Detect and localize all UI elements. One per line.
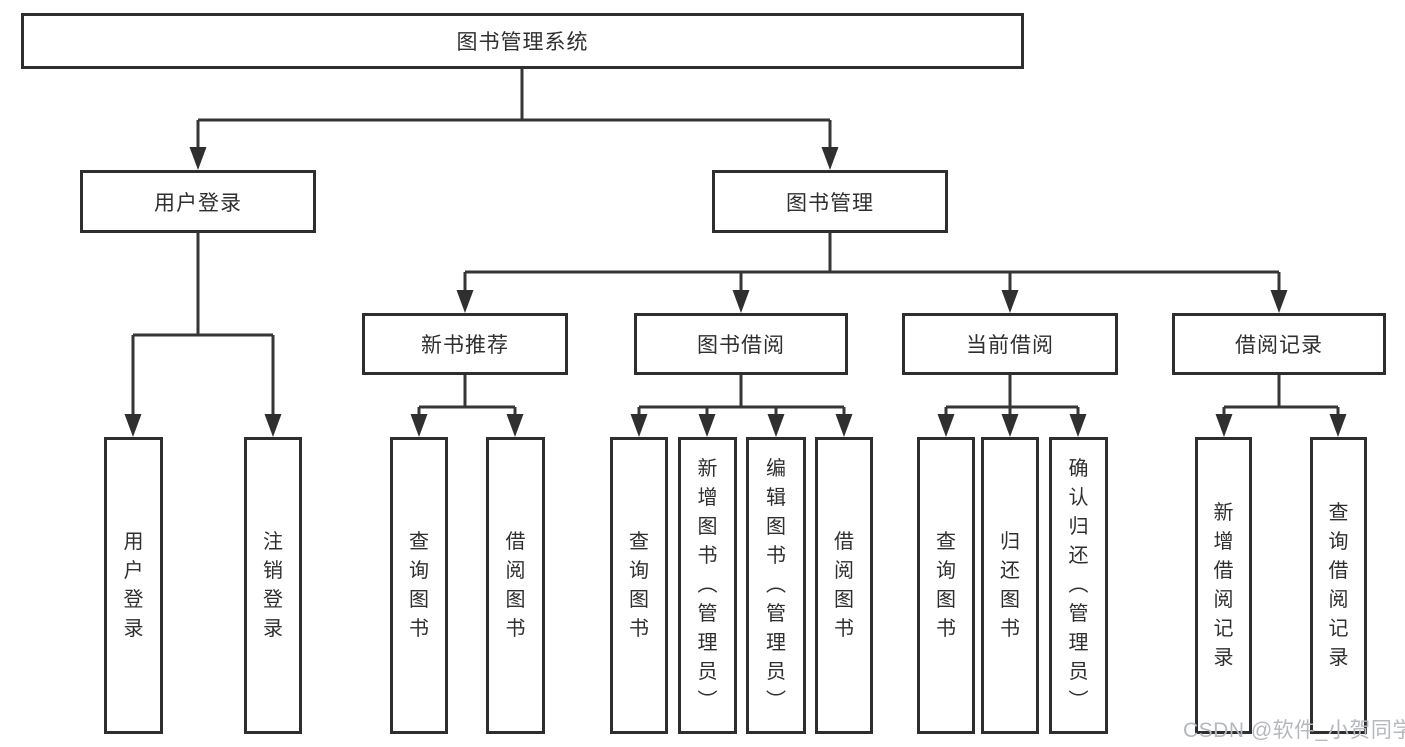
leaf-query-borrow-record-label: 查询借阅记录 bbox=[1328, 501, 1349, 669]
connector-current-children bbox=[937, 375, 1087, 437]
leaf-add-borrow-record-label: 新增借阅记录 bbox=[1213, 501, 1234, 669]
connector-newbook-children bbox=[410, 375, 524, 437]
node-book-borrow-label: 图书借阅 bbox=[697, 334, 785, 357]
node-new-book-recommend-label: 新书推荐 bbox=[421, 334, 509, 357]
leaf-query-books-borrow-label: 查询图书 bbox=[629, 530, 649, 640]
node-borrow-records: 借阅记录 bbox=[1172, 313, 1386, 375]
node-book-management: 图书管理 bbox=[712, 170, 948, 233]
connector-records-children bbox=[1215, 375, 1347, 437]
leaf-return-books: 归还图书 bbox=[981, 437, 1039, 734]
leaf-query-books-borrow: 查询图书 bbox=[610, 437, 668, 734]
leaf-add-borrow-record: 新增借阅记录 bbox=[1195, 437, 1252, 734]
node-current-borrow-label: 当前借阅 bbox=[966, 334, 1054, 357]
csdn-watermark: CSDN @软件_小贺同学 bbox=[1183, 719, 1405, 742]
leaf-borrow-books-label: 借阅图书 bbox=[834, 530, 854, 640]
node-book-management-label: 图书管理 bbox=[786, 191, 874, 215]
leaf-borrow-books-newbook: 借阅图书 bbox=[486, 437, 545, 734]
leaf-query-books-current: 查询图书 bbox=[917, 437, 975, 734]
leaf-edit-books-admin-label: 编辑图书︵管理员︶ bbox=[766, 458, 786, 712]
leaf-logout-label: 注销登录 bbox=[263, 530, 283, 640]
node-new-book-recommend: 新书推荐 bbox=[362, 313, 568, 375]
leaf-query-books-current-label: 查询图书 bbox=[936, 530, 956, 640]
node-root-label: 图书管理系统 bbox=[456, 31, 589, 54]
node-root-library-system: 图书管理系统 bbox=[21, 13, 1024, 69]
node-borrow-records-label: 借阅记录 bbox=[1235, 334, 1323, 357]
leaf-return-books-label: 归还图书 bbox=[1000, 530, 1020, 640]
leaf-borrow-books-newbook-label: 借阅图书 bbox=[505, 530, 526, 640]
leaf-confirm-return-admin-label: 确认归还︵管理员︶ bbox=[1068, 458, 1089, 712]
leaf-add-books-admin-label: 新增图书︵管理员︶ bbox=[697, 458, 718, 712]
connector-borrow-children bbox=[630, 375, 853, 437]
leaf-query-books-newbook: 查询图书 bbox=[390, 437, 448, 734]
connector-root-to-level2 bbox=[189, 69, 839, 170]
connector-book-mgmt-children bbox=[456, 233, 1288, 313]
leaf-user-login-label: 用户登录 bbox=[123, 530, 144, 640]
connector-user-login-children bbox=[124, 233, 282, 437]
node-current-borrow: 当前借阅 bbox=[902, 313, 1118, 375]
leaf-confirm-return-admin: 确认归还︵管理员︶ bbox=[1049, 437, 1108, 734]
node-user-login: 用户登录 bbox=[80, 170, 316, 233]
leaf-borrow-books: 借阅图书 bbox=[815, 437, 873, 734]
node-book-borrow: 图书借阅 bbox=[634, 313, 848, 375]
leaf-query-borrow-record: 查询借阅记录 bbox=[1310, 437, 1367, 734]
leaf-logout: 注销登录 bbox=[244, 437, 302, 734]
node-user-login-label: 用户登录 bbox=[154, 191, 242, 215]
leaf-add-books-admin: 新增图书︵管理员︶ bbox=[678, 437, 737, 734]
leaf-user-login: 用户登录 bbox=[104, 437, 163, 734]
leaf-edit-books-admin: 编辑图书︵管理员︶ bbox=[746, 437, 806, 734]
leaf-query-books-newbook-label: 查询图书 bbox=[409, 530, 429, 640]
